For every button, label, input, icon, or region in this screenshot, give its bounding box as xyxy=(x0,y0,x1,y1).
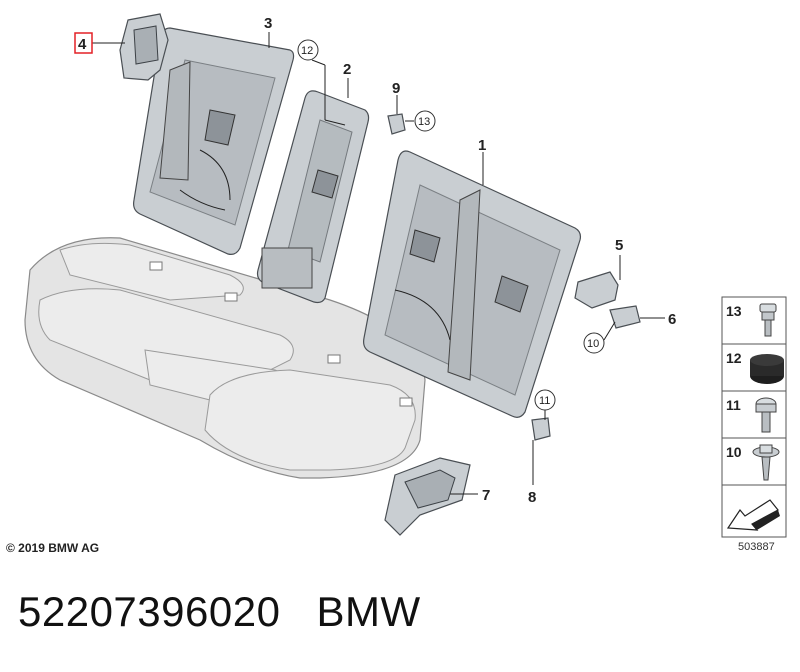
callout-5[interactable]: 5 xyxy=(615,237,623,254)
legend-num-11: 11 xyxy=(726,397,741,413)
legend-num-13: 13 xyxy=(726,303,742,319)
small-bracket xyxy=(531,417,551,441)
callout-2[interactable]: 2 xyxy=(343,61,351,78)
small-clip xyxy=(387,113,406,135)
lower-trim-bracket xyxy=(384,457,471,536)
backrest-frame-center xyxy=(256,90,370,304)
cap-icon xyxy=(750,354,784,384)
backrest-frame-left xyxy=(133,27,295,255)
parts-diagram: 4 3 2 12 9 13 1 5 6 10 11 8 7 13 12 11 xyxy=(24,13,787,538)
hinge-bracket xyxy=(119,13,169,81)
callout-3[interactable]: 3 xyxy=(264,15,272,32)
image-id: 503887 xyxy=(738,541,775,553)
backrest-frame-right xyxy=(363,150,582,418)
callout-9[interactable]: 9 xyxy=(392,80,400,97)
copyright-notice: © 2019 BMW AG xyxy=(6,541,100,555)
seat-cushion xyxy=(24,237,426,479)
callout-13[interactable]: 13 xyxy=(418,116,430,128)
callout-11[interactable]: 11 xyxy=(539,395,550,407)
callout-7[interactable]: 7 xyxy=(482,487,490,504)
latch-bracket xyxy=(574,271,619,309)
torx-bolt-icon xyxy=(755,397,777,433)
callout-10[interactable]: 10 xyxy=(587,338,599,350)
callout-6[interactable]: 6 xyxy=(668,311,676,328)
callout-8[interactable]: 8 xyxy=(528,489,536,506)
screw-collar-icon xyxy=(759,303,777,337)
callout-1[interactable]: 1 xyxy=(478,137,486,154)
flange-screw-icon xyxy=(752,444,780,481)
legend-num-10: 10 xyxy=(726,444,742,460)
callout-4[interactable]: 4 xyxy=(78,36,87,53)
legend-num-12: 12 xyxy=(726,350,742,366)
part-info-line: 52207396020 BMW xyxy=(18,588,457,636)
clip-bracket xyxy=(609,305,641,329)
callout-12[interactable]: 12 xyxy=(301,45,313,57)
legend-item-11[interactable] xyxy=(721,390,787,439)
part-number: 52207396020 xyxy=(18,588,281,635)
hardware-legend: 13 12 11 10 xyxy=(721,296,787,538)
direction-arrow-icon xyxy=(726,499,780,531)
brand-name: BMW xyxy=(316,588,421,635)
callout-4-highlight xyxy=(74,32,93,54)
